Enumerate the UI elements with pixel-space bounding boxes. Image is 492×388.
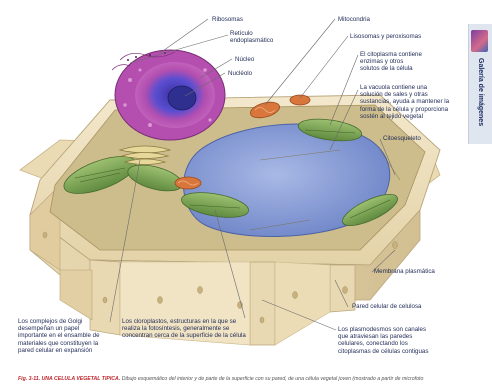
label-plasmodesmos-line1: Los plasmodesmos son canales — [338, 326, 428, 333]
label-lisosomas: Lisosomas y peroxisomas — [350, 33, 421, 40]
label-citoplasma: El citoplasma contiene enzimas y otros s… — [360, 51, 422, 73]
label-pared: Pared celular de celulosa — [352, 303, 421, 310]
label-nucleo: Núcleo — [235, 56, 254, 63]
label-ribosomas: Ribosomas — [212, 16, 243, 23]
label-golgi: Los complejos de Golgi desempeñan un pap… — [18, 318, 100, 354]
caption-figure-id: Fig. 3-11. — [18, 376, 40, 382]
caption-text: Dibujo esquemático del interior y de par… — [122, 376, 424, 382]
label-vacuola-line3: sustancias, ayuda a mantener la — [360, 98, 449, 105]
label-cloroplastos-line2: realiza la fotosíntesis, generalmente se — [122, 325, 246, 332]
label-vacuola-line4: forma de la célula y proporciona — [360, 106, 449, 113]
label-reticulo: Retículo endoplasmático — [230, 30, 273, 44]
label-vacuola-line5: sostén al tejido vegetal — [360, 113, 449, 120]
label-golgi-line4: materiales que constituyen la — [18, 340, 100, 347]
nucleolus — [168, 86, 196, 110]
label-plasmodesmos: Los plasmodesmos son canales que atravie… — [338, 326, 428, 355]
label-plasmodesmos-line3: celulares, conectando los — [338, 340, 428, 347]
label-reticulo-line2: endoplasmático — [230, 37, 273, 44]
label-plasmodesmos-line4: citoplasmas de células contiguas — [338, 348, 428, 355]
label-citoplasma-line1: El citoplasma contiene — [360, 51, 422, 58]
caption-title: UNA CÉLULA VEGETAL TÍPICA. — [42, 376, 121, 382]
label-membrana: Membrana plasmática — [374, 268, 435, 275]
nucleus — [115, 50, 225, 140]
label-nucleolo: Nucléolo — [228, 70, 252, 77]
label-vacuola-line2: solución de sales y otras — [360, 91, 449, 98]
label-golgi-line3: importante en el ensamble de — [18, 332, 100, 339]
label-citoplasma-line3: solutos de la célula — [360, 65, 422, 72]
label-vacuola: La vacuola contiene una solución de sale… — [360, 84, 449, 120]
label-citoesqueleto: Citoesqueleto — [383, 135, 421, 142]
label-cloroplastos-line1: Los cloroplastos, estructuras en la que … — [122, 318, 246, 325]
label-citoplasma-line2: enzimas y otros — [360, 58, 422, 65]
figure-caption: Fig. 3-11. UNA CÉLULA VEGETAL TÍPICA. Di… — [18, 376, 488, 382]
label-reticulo-line1: Retículo — [230, 30, 273, 37]
label-cloroplastos-line3: concentran cerca de la superficie de la … — [122, 332, 246, 339]
label-golgi-line1: Los complejos de Golgi — [18, 318, 100, 325]
side-tab-label: Galería de imágenes — [477, 58, 484, 178]
golgi-complex — [120, 146, 170, 165]
label-mitocondria: Mitocondria — [338, 16, 370, 23]
gallery-thumbnail-icon — [471, 30, 488, 52]
label-cloroplastos: Los cloroplastos, estructuras en la que … — [122, 318, 246, 340]
label-vacuola-line1: La vacuola contiene una — [360, 84, 449, 91]
label-plasmodesmos-line2: que atraviesan las paredes — [338, 333, 428, 340]
label-golgi-line2: desempeñan un papel — [18, 325, 100, 332]
label-golgi-line5: pared celular en expansión — [18, 347, 100, 354]
